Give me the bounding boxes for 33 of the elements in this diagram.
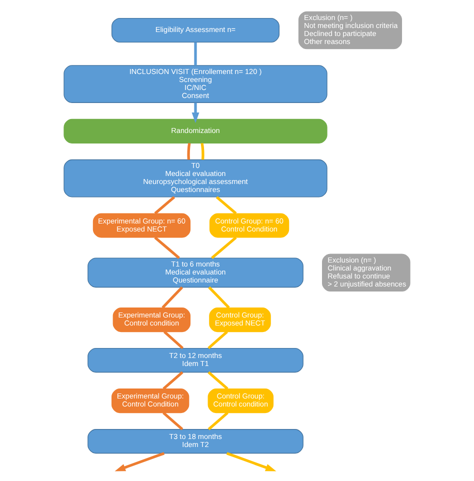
connector (200, 142, 204, 160)
connector (162, 411, 184, 430)
connector (162, 286, 184, 308)
connector (187, 142, 191, 160)
node-box: Control Group: Exposed NECT (209, 307, 271, 332)
node-box: Control Group: n= 60 Control Condition (209, 212, 290, 238)
connector (208, 286, 230, 308)
arrow (114, 452, 165, 471)
connector (208, 411, 228, 430)
node-box: Randomization (64, 118, 328, 143)
node-box: Experimental Group: Control condition (112, 307, 191, 332)
node-box: Exclusion (n= ) Not meeting inclusion criteria Declined to participate Other reasons (298, 10, 402, 49)
node-box: Experimental Group: n= 60 Exposed NECT (92, 212, 191, 238)
node-box: T0 Medical evaluation Neuropsychological assessment Questionnaires (64, 158, 328, 197)
arrow (226, 452, 276, 471)
connector (208, 370, 228, 390)
node-box: INCLUSION VISIT (Enrollement n= 120 ) Screening IC/NIC Consent (64, 64, 328, 102)
node-box: T2 to 12 months Idem T1 (88, 348, 304, 372)
connector (162, 370, 184, 390)
connector (163, 330, 184, 349)
node-box: Exclusion (n= ) Clinical aggravation Refusal to continue > 2 unjustified absences (322, 253, 410, 292)
connector (208, 330, 228, 349)
arrow (192, 102, 200, 123)
node-box: Eligibility Assessment n= (112, 17, 280, 42)
connector (211, 236, 237, 258)
connector (154, 236, 180, 258)
node-box: Control Group: Control condition (208, 388, 274, 413)
node-box: Experimental Group: Control Condition (112, 388, 190, 413)
connector (154, 196, 176, 214)
node-box: T1 to 6 months Medical evaluation Questionnaire (88, 257, 304, 288)
connector (194, 42, 197, 65)
node-box: T3 to 18 months Idem T2 (88, 428, 304, 454)
connector (216, 196, 237, 214)
